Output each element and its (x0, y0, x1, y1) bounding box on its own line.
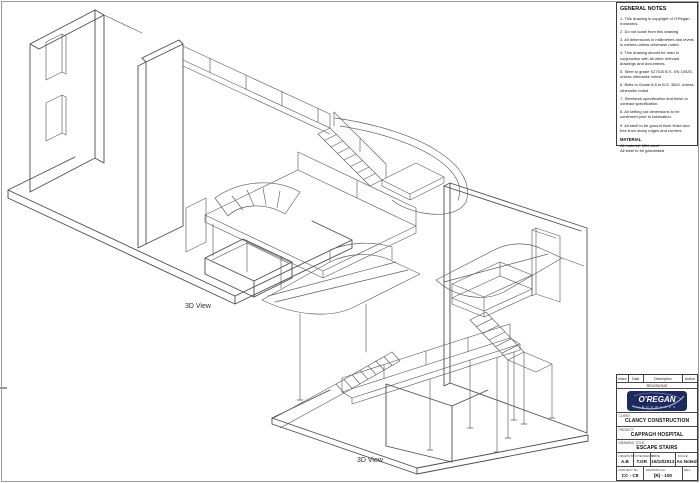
note-item-2: 2. Do not scale from this drawing. (620, 28, 680, 34)
view1-windows (45, 33, 67, 142)
material-title: MATERIAL (620, 136, 642, 142)
project-value: CAPPAGH HOSPITAL (630, 431, 684, 438)
view2-stair-flight (469, 311, 553, 373)
drawn-checked-date-scale-row: DRAWN BY A.B CHECKED BY T.GR DATE 16/10/… (617, 453, 697, 467)
view2-walkway-railing (341, 323, 511, 393)
view1-upper-walkway (103, 14, 331, 135)
date-value: 16/10/2013 (651, 458, 675, 464)
client-label: CLIENT (618, 413, 631, 418)
logo-wordmark: O'REGAN (638, 395, 675, 404)
general-notes-panel: GENERAL NOTES 1. This drawing is copyrig… (616, 2, 698, 153)
note-item-6: 6. Bolts to Grade 8.8 to B.S. 3692, unle… (620, 82, 694, 93)
view2-left-wing-platform (261, 242, 421, 401)
view2-label: 3D View (357, 457, 383, 464)
view2-right-wall (443, 182, 588, 434)
view1-label: 3D View (185, 303, 211, 310)
general-notes-title: GENERAL NOTES (620, 6, 667, 12)
note-item-9: 9. All steel to be ground flush finish a… (620, 122, 690, 133)
view2-stair-posts (466, 351, 556, 439)
revisions-col-description: Description (644, 375, 684, 382)
checked-by-label: CHECKED BY (635, 453, 656, 458)
project-label: PROJECT (618, 427, 634, 432)
note-item-7: 7. Steelwork specification and finish to… (620, 95, 688, 106)
checked-by-value: T.GR (636, 458, 647, 464)
view2-left-stair-flight (271, 351, 401, 429)
note-item-5: 5. Steel to grade S275J0 B.S. EN 10025, … (620, 69, 693, 80)
logo-swoosh-upper (633, 392, 683, 399)
view1-mid-landing (381, 162, 445, 201)
isometric-line-art (0, 9, 589, 475)
revisions-header-row: Index Date Description Author (617, 375, 697, 383)
view2-window (531, 227, 561, 303)
view1-front-box (204, 238, 293, 298)
oregan-logo: O'REGAN IRONWORKS (627, 390, 687, 411)
view1-stair-railing (333, 111, 387, 179)
view1-stair-flight (317, 127, 383, 187)
rev-label: REV (684, 467, 691, 472)
drawing-title-label: DRAWING TITLE (618, 440, 645, 445)
title-block: Index Date Description Author REVISIONS … (616, 374, 698, 481)
note-item-8: 8. All setting out dimensions to be conf… (620, 109, 680, 120)
drawn-by-label: DRAWN BY (618, 453, 636, 458)
date-cell: DATE 16/10/2013 (651, 453, 677, 466)
logo-background (627, 390, 687, 411)
view1-winder-stair (211, 182, 301, 264)
checked-by-cell: CHECKED BY T.GR (634, 453, 655, 466)
drawing-title-row: DRAWING TITLE ESCAPE STAIRS (617, 440, 697, 453)
view2-ground-plane (271, 389, 589, 475)
project-number-label: PROJECT No. (618, 467, 639, 472)
revisions-col-index: Index (617, 375, 629, 382)
view2-walkway (341, 337, 521, 405)
view1-left-wall (29, 9, 105, 193)
material-line-1: All material: Mild steel (620, 142, 659, 148)
drawing-number-label: DRAWING No. (645, 467, 667, 472)
note-item-3: 3. All dimensions in millimetres and lev… (620, 37, 694, 48)
view2-right-wing-platform (435, 243, 585, 298)
scale-label: SCALE (677, 453, 688, 458)
project-drawing-number-row: PROJECT No. CC - C8 DRAWING No. [R] - 10… (617, 467, 697, 480)
project-row: PROJECT CAPPAGH HOSPITAL (617, 427, 697, 440)
logo-row: O'REGAN IRONWORKS (617, 389, 697, 413)
client-value: CLANCY CONSTRUCTION (624, 418, 690, 424)
date-label: DATE (652, 453, 661, 458)
view1-mid-platform (204, 151, 417, 289)
material-line-2: All steel to be galvanised (620, 148, 665, 154)
view1-base-slab (7, 156, 353, 305)
drawn-by-cell: DRAWN BY A.B (617, 453, 636, 466)
view1-low-wall (185, 197, 207, 253)
view2-walkway-posts (426, 351, 518, 453)
scale-cell: SCALE As Noted (676, 453, 697, 466)
drawing-number-cell: DRAWING No. [R] - 100 (644, 467, 683, 480)
scale-value: As Noted (676, 458, 697, 464)
drawing-number-value: [R] - 100 (653, 472, 672, 478)
client-row: CLIENT CLANCY CONSTRUCTION (617, 413, 697, 427)
rev-cell: REV (683, 467, 697, 480)
view1-curved-guard (334, 117, 468, 215)
note-item-4: 4. This drawing should be read in conjun… (620, 50, 680, 66)
note-item-1: 1. This drawing is copyright of O'Regan … (620, 15, 690, 26)
drawing-title-value: ESCAPE STAIRS (636, 444, 678, 451)
drawn-by-value: A.B (620, 458, 629, 464)
view1-center-wall (137, 39, 184, 249)
revisions-label: REVISIONS (617, 383, 697, 389)
logo-swoosh (631, 395, 685, 409)
project-number-value: CC - C8 (621, 472, 639, 478)
project-number-cell: PROJECT No. CC - C8 (617, 467, 645, 480)
logo-subtitle: IRONWORKS (639, 405, 678, 409)
revisions-col-date: Date (629, 375, 644, 382)
view2-plant-box (385, 383, 489, 463)
revisions-col-author: Author (684, 376, 696, 381)
